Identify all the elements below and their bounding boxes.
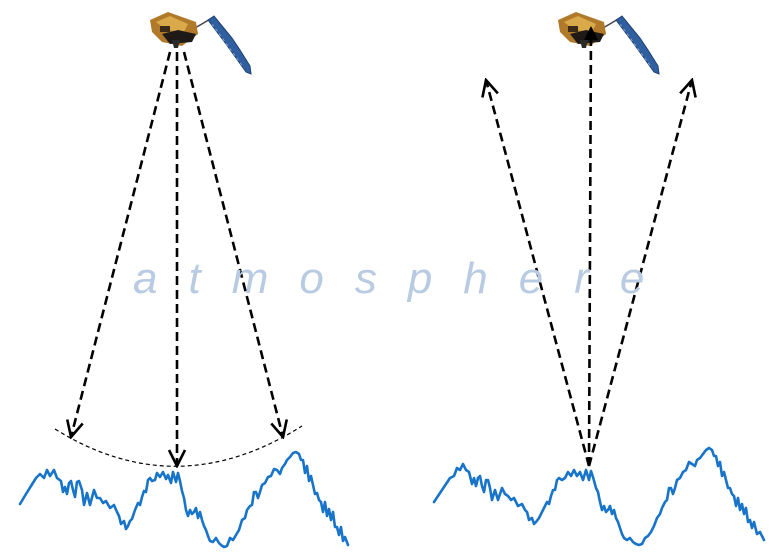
downlink-beams — [71, 51, 283, 466]
satellite-body — [558, 12, 606, 48]
beam-left — [71, 51, 172, 437]
atmosphere-label: atmosphere — [133, 254, 675, 303]
reflected-beams — [486, 26, 692, 467]
satellite-icon — [150, 12, 252, 75]
reflected-beam-right — [587, 80, 692, 467]
beam-right — [182, 51, 283, 437]
right-panel — [432, 12, 766, 547]
terrain-profile-left — [18, 450, 350, 549]
reflected-beam-center — [583, 26, 598, 467]
satellite-icon — [558, 12, 660, 75]
satellite-solar-panel — [194, 15, 252, 75]
satellite-solar-panel — [602, 15, 660, 75]
footprint-arc — [54, 425, 303, 467]
terrain-profile-right — [432, 446, 766, 547]
left-panel — [18, 12, 350, 549]
reflected-beam-left — [486, 80, 591, 467]
satellite-body — [150, 12, 198, 48]
